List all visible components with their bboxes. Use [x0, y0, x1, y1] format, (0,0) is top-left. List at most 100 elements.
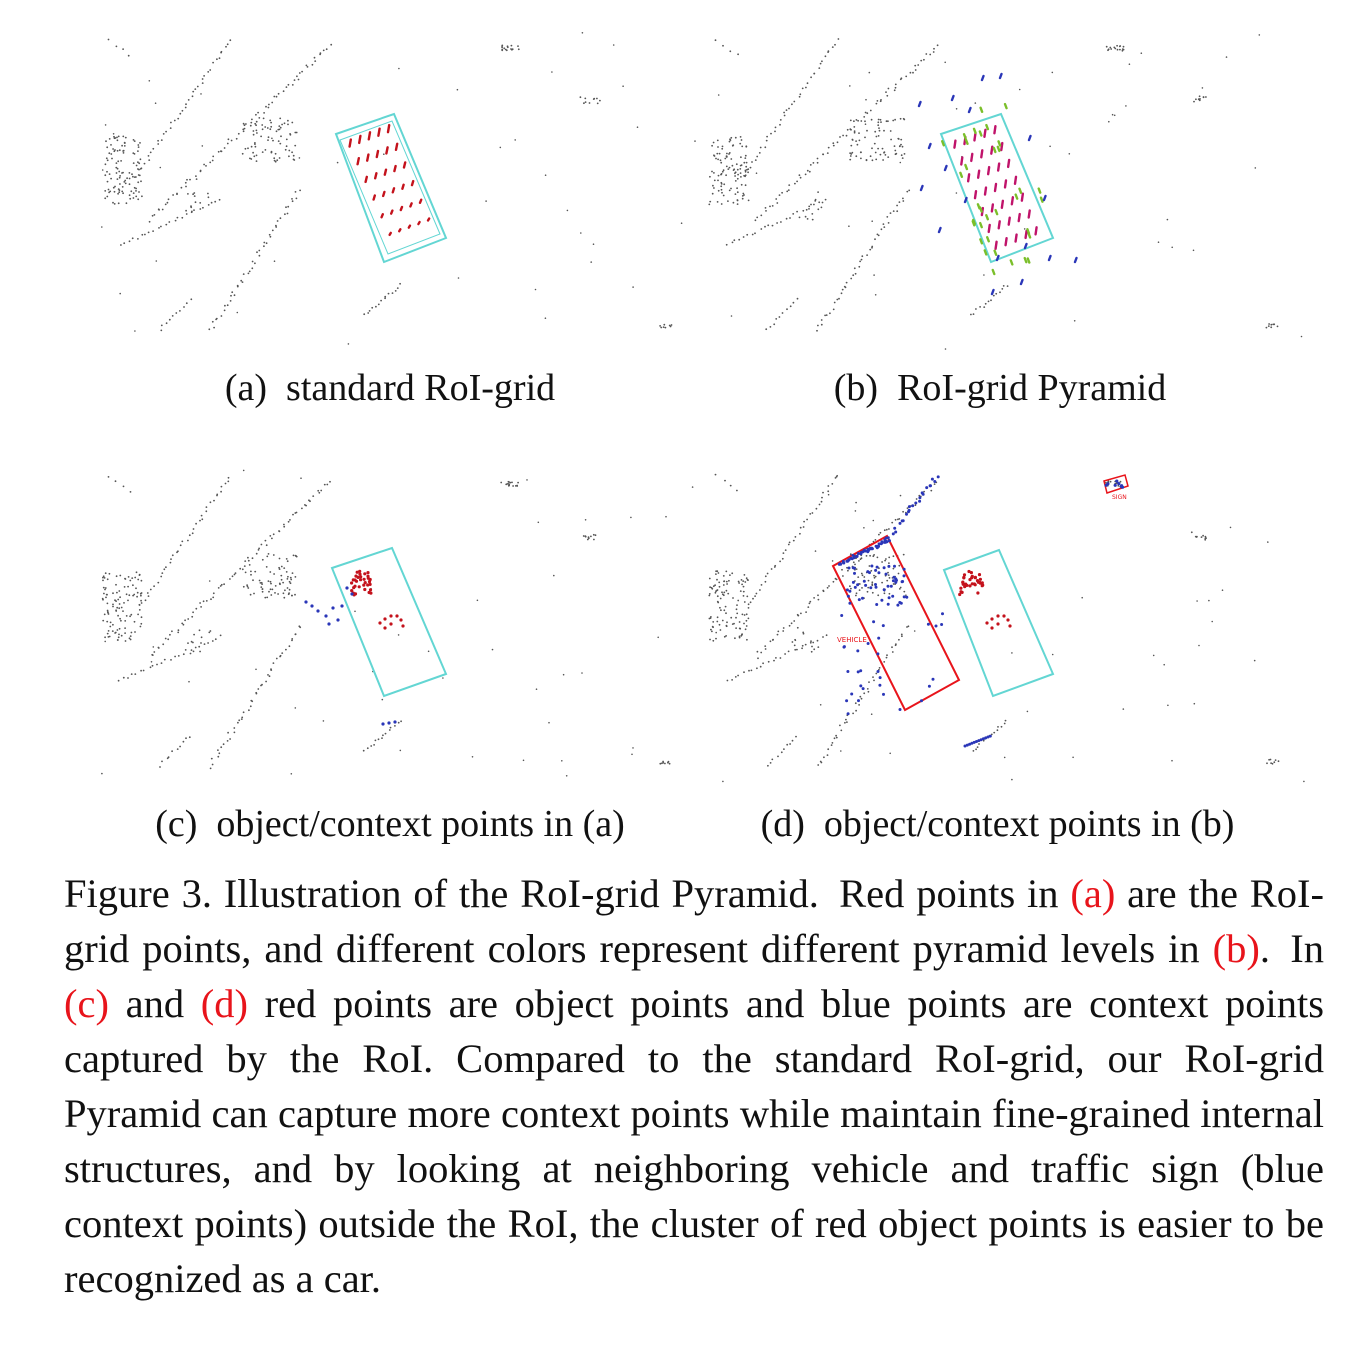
background-point	[229, 578, 231, 580]
grid-point	[402, 161, 407, 169]
background-point	[813, 203, 815, 206]
background-point	[1202, 534, 1204, 537]
background-point	[1198, 99, 1201, 102]
background-point	[820, 323, 823, 326]
object-point	[969, 571, 973, 575]
background-point	[866, 254, 868, 256]
background-point	[168, 221, 171, 223]
background-point	[716, 595, 719, 598]
background-point	[769, 640, 772, 643]
background-point	[111, 630, 114, 632]
object-point	[977, 573, 982, 577]
background-point	[330, 43, 333, 46]
background-point	[398, 67, 400, 70]
background-point	[727, 592, 730, 595]
background-point	[905, 75, 908, 78]
background-point	[898, 564, 901, 567]
background-point	[551, 71, 553, 73]
background-point	[1204, 535, 1207, 538]
background-point	[863, 576, 866, 578]
background-point	[118, 170, 121, 173]
background-point	[739, 168, 742, 170]
background-point	[200, 514, 203, 517]
ref-b-link[interactable]: (b)	[1212, 926, 1260, 971]
background-point	[1026, 710, 1029, 713]
background-point	[816, 157, 819, 160]
background-point	[716, 620, 719, 623]
background-point	[241, 716, 244, 719]
background-point	[220, 485, 223, 488]
background-point	[129, 491, 132, 493]
background-point	[258, 579, 261, 582]
background-point	[505, 49, 508, 52]
background-point	[565, 775, 568, 777]
background-point	[147, 231, 150, 234]
background-point	[1198, 95, 1201, 98]
background-point	[983, 306, 986, 308]
caption-text-2: are the RoI-grid points, and different c…	[64, 871, 1324, 971]
background-point	[205, 506, 208, 508]
context-point	[941, 612, 944, 616]
background-point	[260, 543, 263, 546]
background-point	[231, 575, 234, 578]
background-point	[279, 142, 282, 145]
background-point	[930, 489, 933, 492]
background-point	[127, 54, 130, 57]
background-point	[752, 597, 754, 600]
background-point	[1200, 536, 1203, 538]
background-point	[231, 291, 234, 294]
background-point	[783, 748, 785, 750]
background-point	[110, 177, 112, 180]
background-point	[276, 159, 279, 162]
background-point	[1166, 218, 1169, 221]
background-point	[106, 611, 109, 613]
background-point	[1254, 167, 1257, 169]
background-point	[802, 209, 805, 212]
background-point	[148, 80, 151, 82]
background-point	[122, 135, 125, 138]
background-point	[265, 242, 268, 245]
background-point	[785, 109, 788, 111]
background-point	[742, 580, 745, 582]
background-point	[784, 653, 786, 655]
context-point	[972, 740, 976, 744]
background-point	[888, 562, 890, 564]
context-point	[882, 692, 885, 696]
background-point	[187, 193, 189, 195]
background-point	[291, 639, 293, 642]
ref-d-link[interactable]: (d)	[200, 981, 248, 1026]
background-point	[1193, 100, 1195, 103]
context-point	[862, 579, 866, 583]
background-point	[694, 140, 696, 142]
ref-a-link[interactable]: (a)	[1070, 871, 1116, 916]
context-point	[859, 684, 863, 688]
background-point	[233, 573, 236, 576]
object-point	[968, 584, 972, 588]
background-point	[191, 615, 194, 618]
context-point	[877, 571, 881, 575]
background-point	[1125, 105, 1127, 107]
background-point	[113, 135, 115, 138]
context-point	[918, 499, 922, 503]
background-point	[799, 526, 802, 529]
grid-point	[382, 190, 386, 198]
background-point	[861, 255, 864, 258]
background-point	[885, 558, 887, 560]
background-point	[773, 659, 775, 662]
background-point	[923, 58, 925, 61]
ref-c-link[interactable]: (c)	[64, 981, 109, 1026]
background-point	[133, 186, 136, 189]
background-point	[287, 83, 290, 86]
pyramid-point-level-1	[1017, 212, 1021, 223]
background-point	[975, 748, 977, 751]
background-point	[287, 205, 290, 208]
background-point	[1269, 758, 1272, 761]
background-point	[274, 585, 277, 587]
background-point	[725, 612, 727, 615]
context-point	[852, 555, 856, 559]
grid-point	[410, 179, 415, 187]
background-point	[820, 500, 823, 503]
background-point	[840, 729, 843, 732]
background-point	[978, 743, 980, 745]
context-point	[857, 699, 860, 703]
